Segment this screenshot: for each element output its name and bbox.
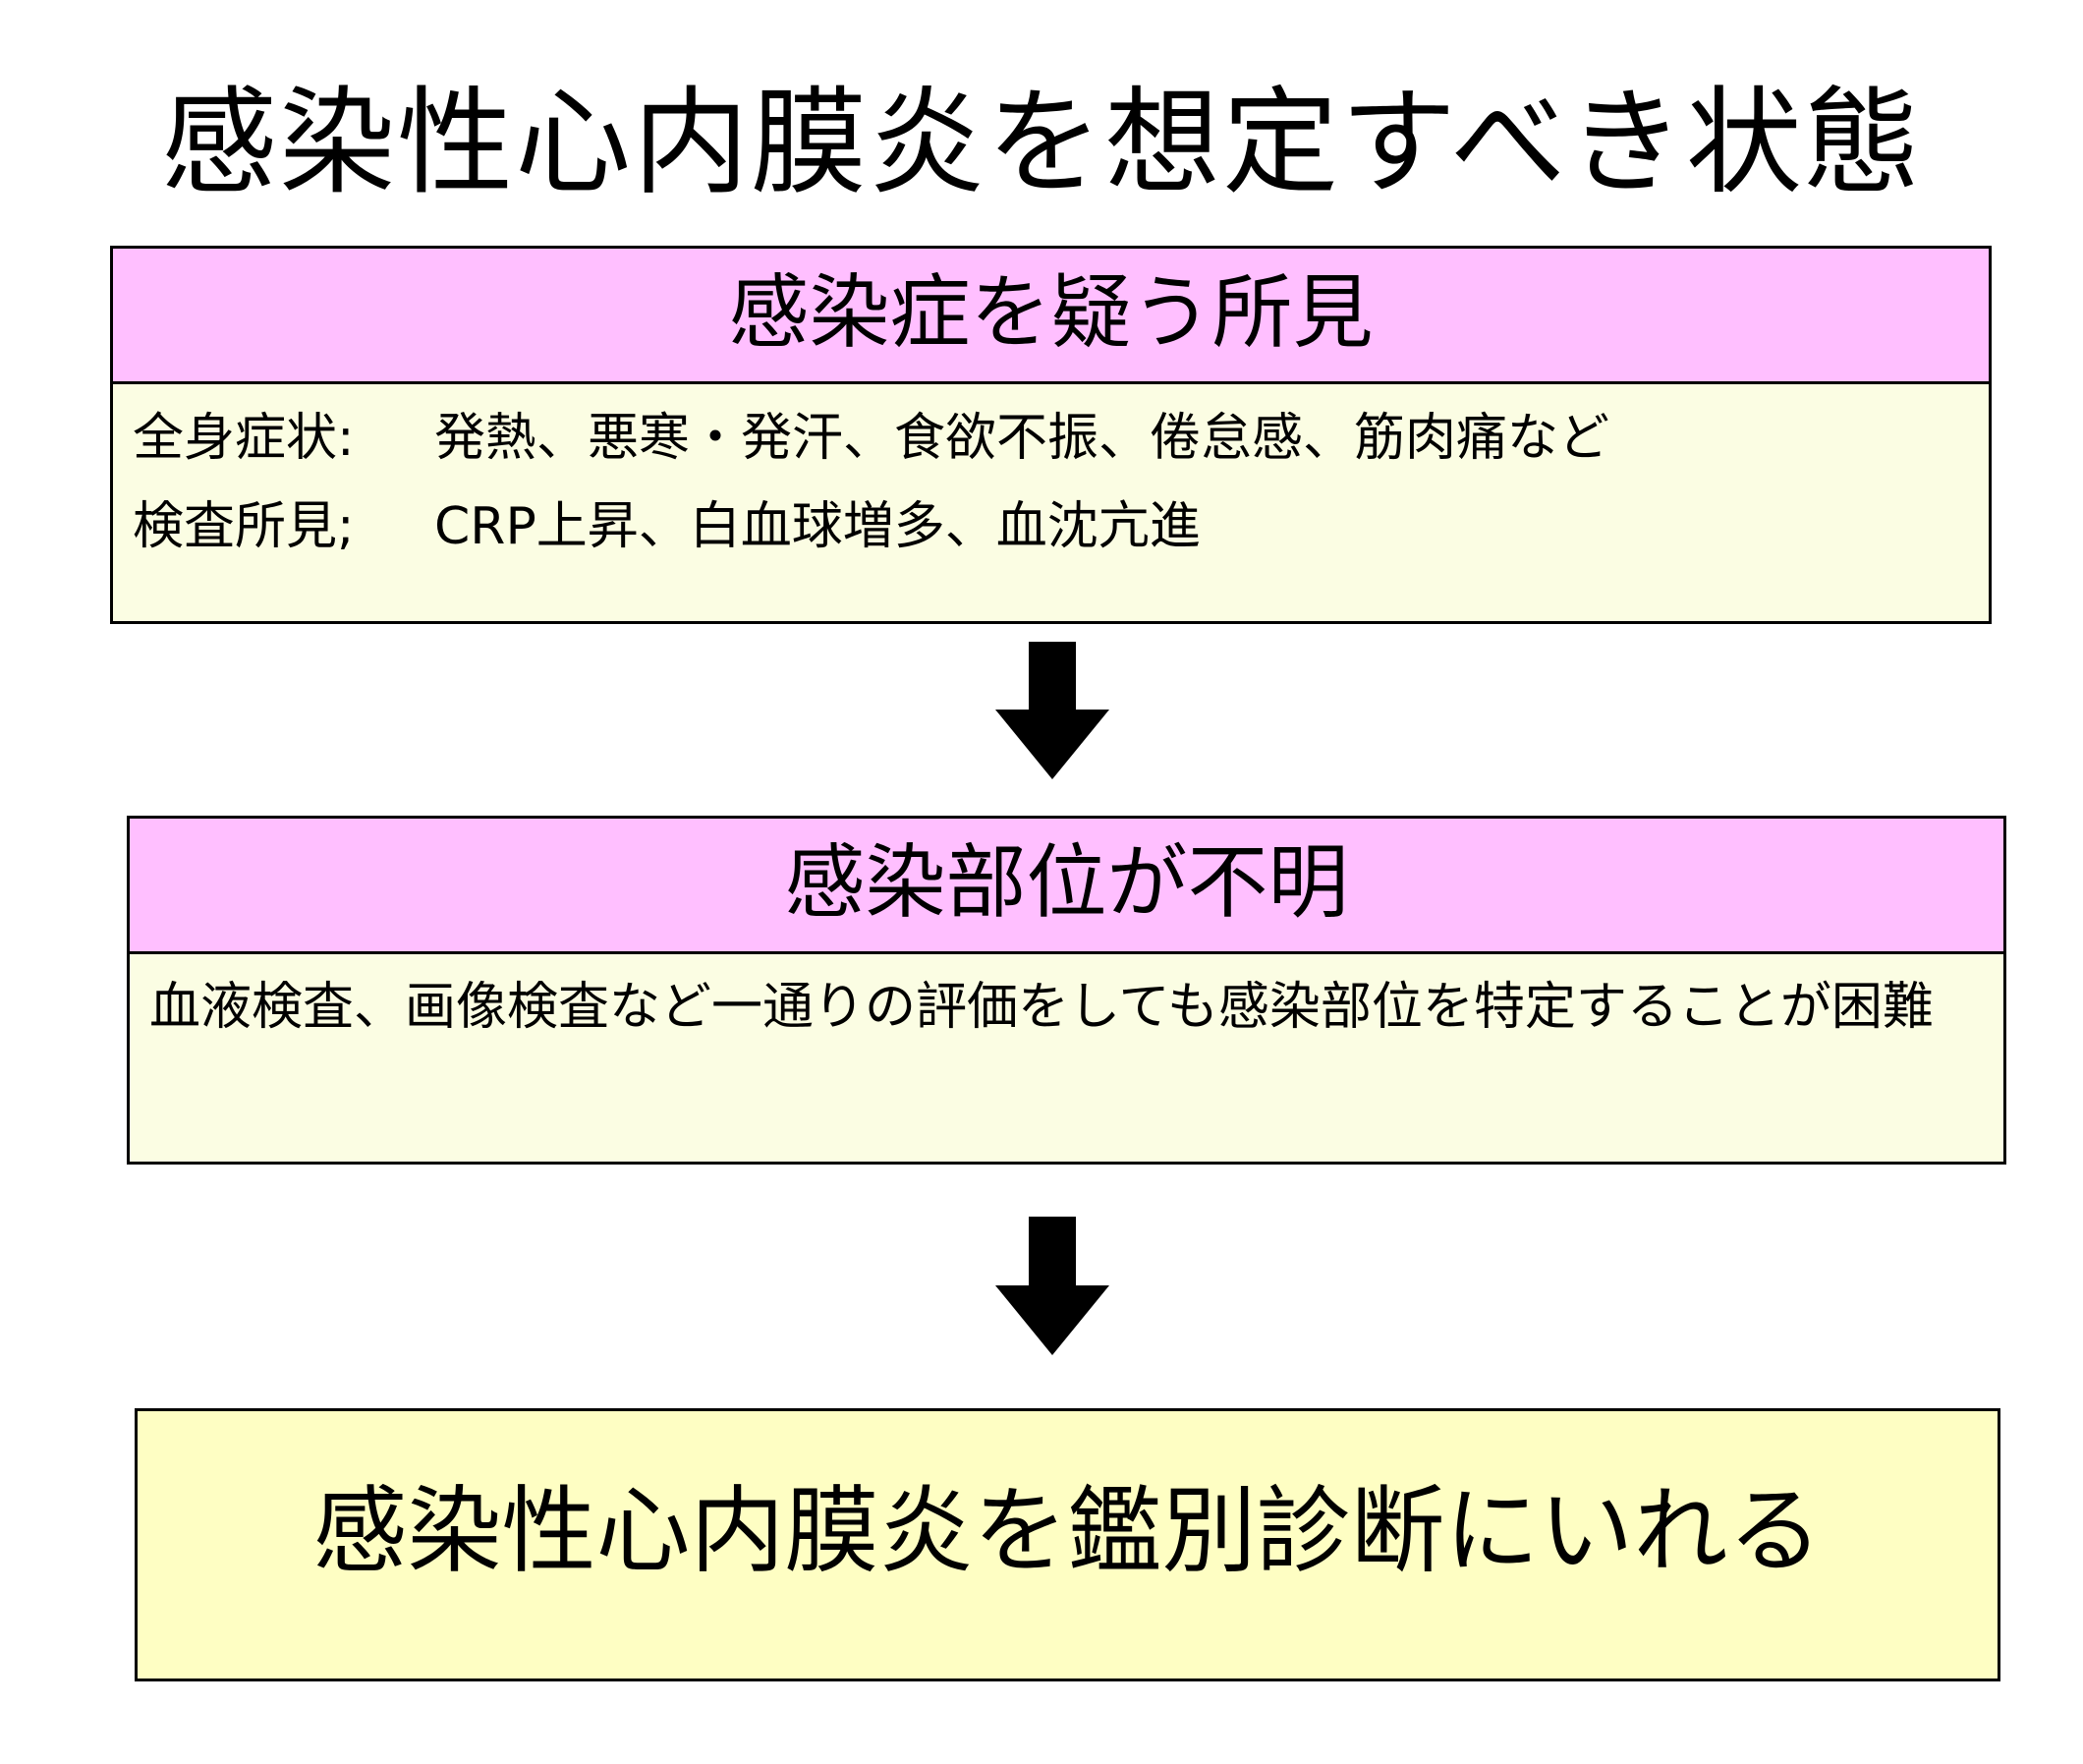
lab-findings-text: CRP上昇、白血球増多、血沈亢進 [434,497,1201,556]
systemic-symptoms-text: 発熱、悪寒・発汗、食欲不振、倦怠感、筋肉痛など [434,409,1610,468]
page-title: 感染性心内膜炎を想定すべき状態 [161,75,1922,210]
differential-diagnosis-text: 感染性心内膜炎を鑑別診断にいれる [312,1476,1823,1586]
unknown-site-body: 血液検査、画像検査など一通りの評価をしても感染部位を特定することが困難 [149,978,1934,1037]
down-arrow-icon [995,1217,1109,1355]
unknown-site-header: 感染部位が不明 [130,819,2003,954]
infection-findings-body: 全身症状: 発熱、悪寒・発汗、食欲不振、倦怠感、筋肉痛など 検査所見; CRP上昇、… [113,384,1989,571]
unknown-site-box: 感染部位が不明 血液検査、画像検査など一通りの評価をしても感染部位を特定すること… [127,816,2006,1165]
infection-findings-box: 感染症を疑う所見 全身症状: 発熱、悪寒・発汗、食欲不振、倦怠感、筋肉痛など 検査… [110,246,1992,624]
lab-findings-row: 検査所見; CRP上昇、白血球増多、血沈亢進 [133,483,1989,571]
down-arrow-icon [995,642,1109,779]
differential-diagnosis-box: 感染性心内膜炎を鑑別診断にいれる [135,1408,2000,1681]
infection-findings-header: 感染症を疑う所見 [113,249,1989,384]
systemic-symptoms-row: 全身症状: 発熱、悪寒・発汗、食欲不振、倦怠感、筋肉痛など [133,394,1989,483]
lab-findings-label: 検査所見; [133,497,355,556]
systemic-symptoms-label: 全身症状: [133,409,355,468]
